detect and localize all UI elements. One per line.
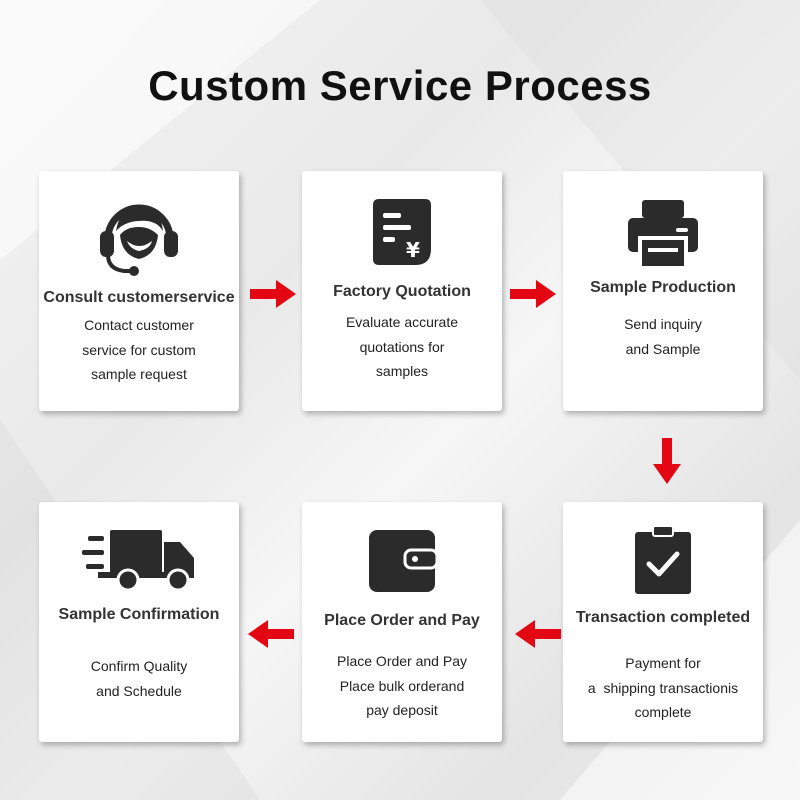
step-heading: Factory Quotation xyxy=(333,283,471,300)
description-line: a shipping transactionis xyxy=(587,679,739,696)
description-line: quotations for xyxy=(359,338,445,355)
arrow-down-icon xyxy=(653,438,681,484)
arrow-right-icon xyxy=(250,280,296,308)
step-description: Payment for a shipping transactionis com… xyxy=(563,651,763,725)
description-line: Place Order and Pay xyxy=(337,653,467,669)
description-line: Place bulk orderand xyxy=(339,677,465,694)
headset-agent-icon xyxy=(39,191,239,279)
page-title: Custom Service Process xyxy=(148,62,652,109)
arrow-left-icon xyxy=(515,620,561,648)
description-line: complete xyxy=(634,704,692,720)
description-line: service for custom xyxy=(82,341,196,358)
step-description: Confirm Quality and Schedule xyxy=(39,654,239,703)
svg-text:¥: ¥ xyxy=(406,238,420,262)
step-heading: Transaction completed xyxy=(575,609,751,626)
step-description: Place Order and Pay Place bulk orderand … xyxy=(302,649,502,723)
description-line: Evaluate accurate xyxy=(345,314,459,330)
step-heading: Place Order and Pay xyxy=(324,612,480,629)
step-heading: Consult customerservice xyxy=(43,289,235,306)
step-description: Send inquiry and Sample xyxy=(563,312,763,361)
quotation-yen-icon: ¥ xyxy=(302,197,502,267)
step-description: Contact customer service for custom samp… xyxy=(39,313,239,387)
description-line: pay deposit xyxy=(366,702,438,718)
arrow-right-icon xyxy=(510,280,556,308)
step-heading: Sample Production xyxy=(590,279,736,296)
description-line: Confirm Quality xyxy=(90,658,188,674)
description-line: samples xyxy=(375,363,429,379)
description-line: Send inquiry xyxy=(624,316,702,332)
step-card-production: Sample Production Send inquiry and Sampl… xyxy=(563,171,763,411)
description-line: and Sample xyxy=(625,340,701,357)
step-card-transaction: Transaction completed Payment for a ship… xyxy=(563,502,763,742)
clipboard-check-icon xyxy=(563,526,763,596)
wallet-icon xyxy=(302,528,502,594)
description-line: sample request xyxy=(91,366,187,382)
arrow-left-icon xyxy=(248,620,294,648)
description-line: Payment for xyxy=(625,655,701,671)
step-card-quotation: ¥ Factory Quotation Evaluate accurate qu… xyxy=(302,171,502,411)
step-description: Evaluate accurate quotations for samples xyxy=(302,310,502,384)
step-card-order-pay: Place Order and Pay Place Order and Pay … xyxy=(302,502,502,742)
description-line: Contact customer xyxy=(84,317,194,333)
delivery-truck-icon xyxy=(39,528,239,592)
step-card-confirmation: Sample Confirmation Confirm Quality and … xyxy=(39,502,239,742)
step-heading: Sample Confirmation xyxy=(58,606,220,623)
printer-icon xyxy=(563,198,763,270)
description-line: and Schedule xyxy=(96,682,182,699)
step-card-consult: Consult customerservice Contact customer… xyxy=(39,171,239,411)
